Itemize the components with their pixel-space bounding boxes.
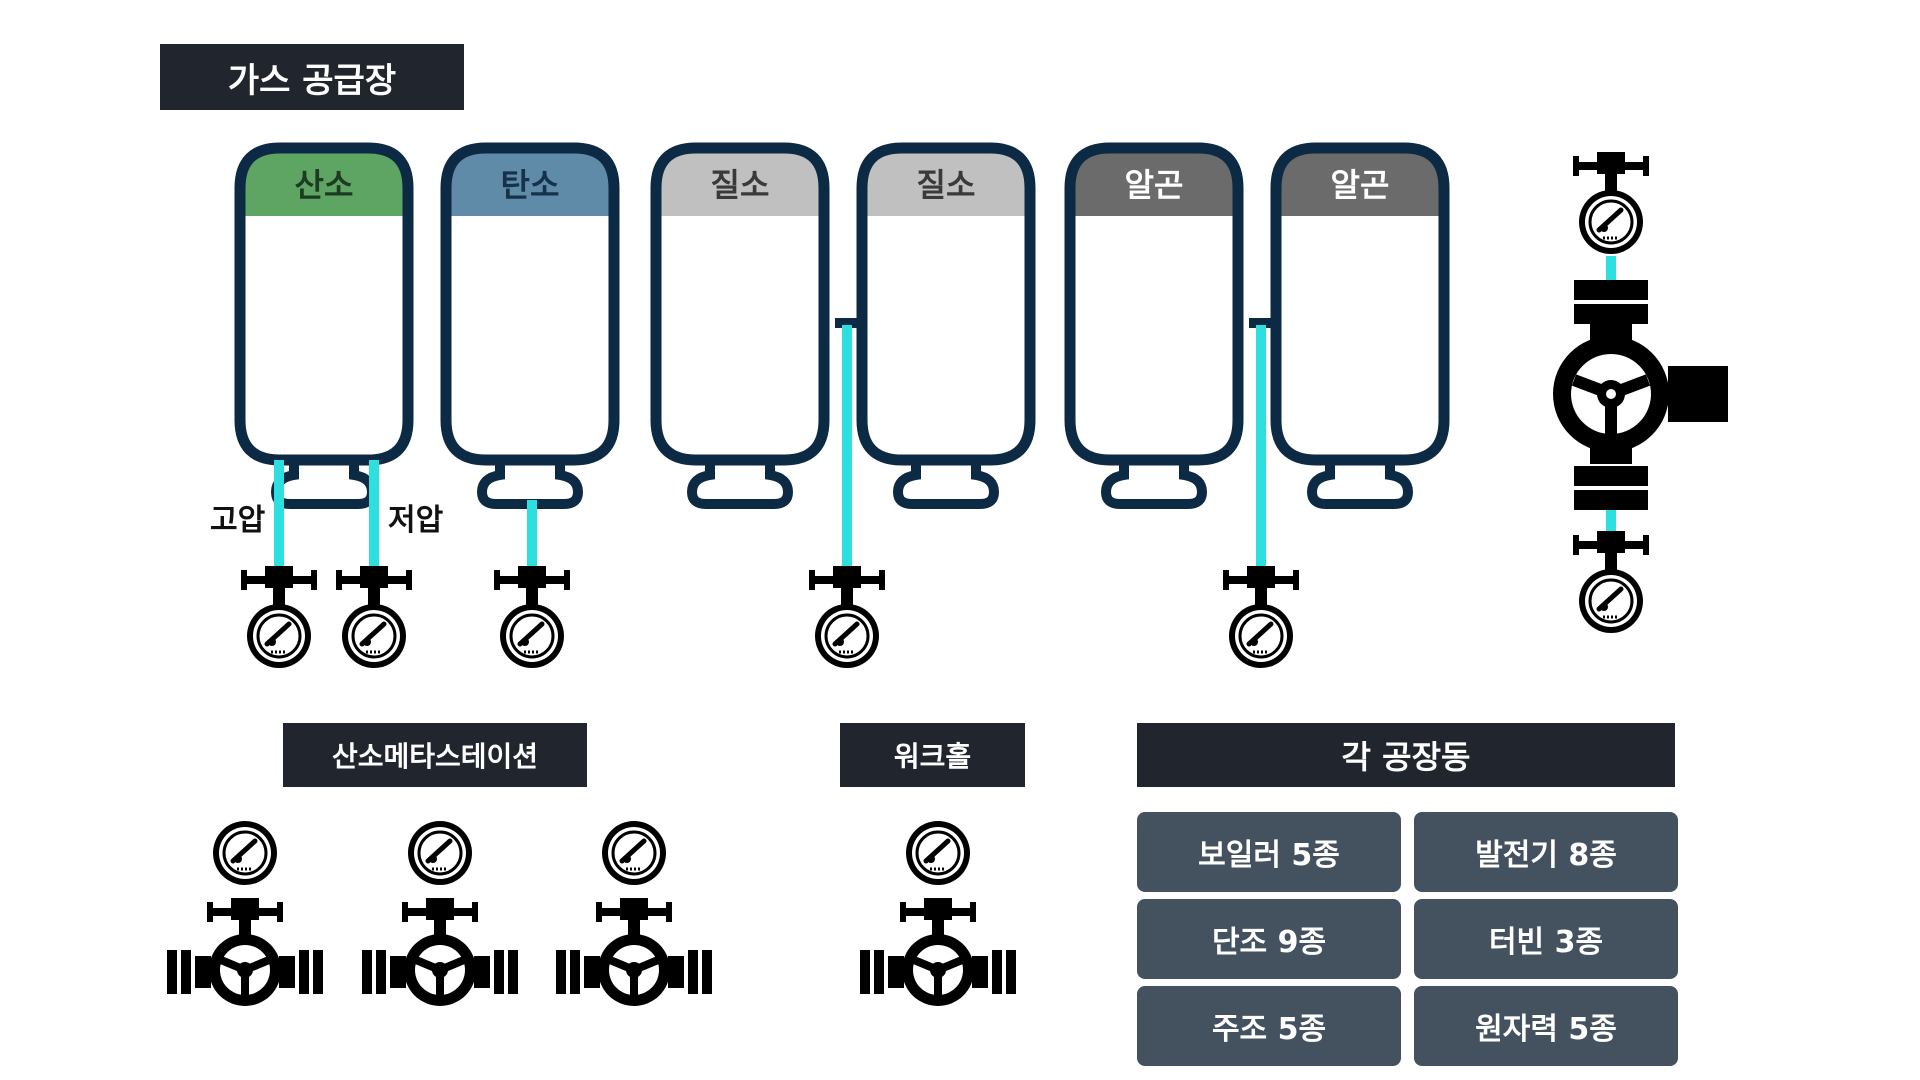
meta-tvalve-1[interactable]	[207, 898, 283, 938]
tank-2[interactable]: 탄소	[440, 142, 620, 509]
tank-label: 알곤	[1331, 166, 1390, 204]
top-valve[interactable]	[1573, 152, 1649, 192]
main-regulator-assembly	[1553, 152, 1728, 633]
high-pressure-gauge-icon	[247, 604, 311, 668]
plants-title: 각 공장동	[1137, 723, 1675, 787]
tank-gauges	[241, 566, 1299, 668]
work-hole-gauge-icon	[906, 821, 970, 885]
argon-gauge-icon	[1229, 604, 1293, 668]
plant-forging[interactable]: 단조 9종	[1137, 899, 1401, 979]
tank-label: 질소	[711, 166, 770, 204]
meta-valve-icon-1[interactable]	[167, 934, 323, 1006]
tank-header	[446, 148, 614, 216]
top-gauge-icon	[1579, 190, 1643, 254]
meta-gauge-icon-3	[602, 821, 666, 885]
low-pressure-label: 저압	[388, 503, 444, 538]
tank-label: 알곤	[1125, 166, 1184, 204]
bottom-gauge-icon	[1579, 569, 1643, 633]
work-hole-valve-assembly	[860, 821, 1016, 1006]
tank-5[interactable]: 알곤	[1064, 142, 1244, 509]
argon-valve[interactable]	[1223, 566, 1299, 606]
meta-tvalve-3[interactable]	[596, 898, 672, 938]
meta-valve-icon-3[interactable]	[556, 934, 712, 1006]
tank-header	[240, 148, 408, 216]
work-hole-tvalve[interactable]	[900, 898, 976, 938]
tank-6[interactable]: 알곤	[1270, 142, 1450, 509]
meta-gauge-icon-2	[408, 821, 472, 885]
tank-header	[862, 148, 1030, 216]
carbon-gauge-icon	[500, 604, 564, 668]
oxygen-meta-station-title: 산소메타스테이션	[283, 723, 587, 787]
tank-3[interactable]: 질소	[650, 142, 830, 509]
page-title: 가스 공급장	[160, 44, 464, 110]
tank-4[interactable]: 질소	[856, 142, 1036, 509]
plant-boiler[interactable]: 보일러 5종	[1137, 812, 1401, 892]
nitrogen-valve[interactable]	[809, 566, 885, 606]
handwheel-icon[interactable]	[1553, 336, 1669, 452]
carbon-valve[interactable]	[494, 566, 570, 606]
tank-label: 산소	[295, 166, 354, 204]
high-pressure-valve[interactable]	[241, 566, 317, 606]
supply-pipes	[274, 318, 1273, 575]
high-pressure-label: 고압	[210, 503, 266, 538]
meta-valve-icon-2[interactable]	[362, 934, 518, 1006]
plant-nuclear[interactable]: 원자력 5종	[1414, 986, 1678, 1066]
work-hole-title: 워크홀	[840, 723, 1025, 787]
tank-1[interactable]: 산소	[234, 142, 414, 509]
tank-header	[656, 148, 824, 216]
tank-header	[1070, 148, 1238, 216]
meta-gauge-icon-1	[213, 821, 277, 885]
low-pressure-gauge-icon	[342, 604, 406, 668]
tank-label: 탄소	[501, 166, 560, 204]
low-pressure-valve[interactable]	[336, 566, 412, 606]
work-hole-valve-icon[interactable]	[860, 934, 1016, 1006]
plant-generator[interactable]: 발전기 8종	[1414, 812, 1678, 892]
tank-label: 질소	[917, 166, 976, 204]
tank-header	[1276, 148, 1444, 216]
plant-casting[interactable]: 주조 5종	[1137, 986, 1401, 1066]
meta-tvalve-2[interactable]	[402, 898, 478, 938]
oxygen-meta-station-valves	[167, 821, 712, 1006]
nitrogen-gauge-icon	[815, 604, 879, 668]
plant-turbine[interactable]: 터빈 3종	[1414, 899, 1678, 979]
bottom-valve[interactable]	[1573, 531, 1649, 571]
